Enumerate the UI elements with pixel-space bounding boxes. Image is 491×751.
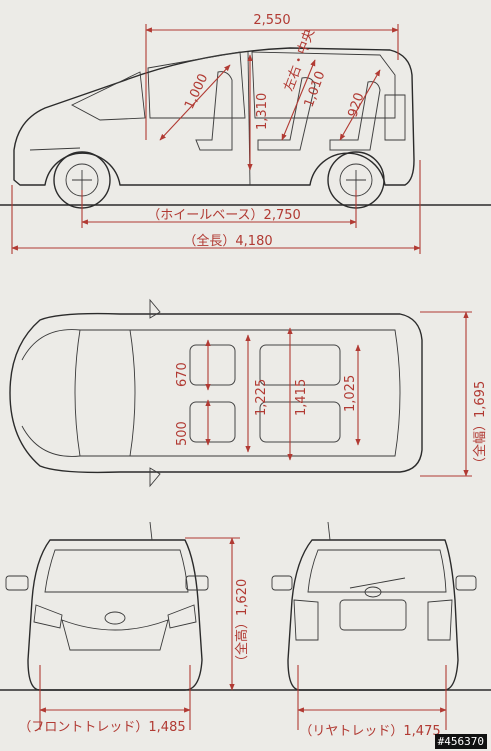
rear-view: （リヤトレッド）1,475: [271, 521, 477, 739]
top-seat-rear-right: [259, 401, 341, 443]
dim-line-front-headroom: [159, 64, 231, 141]
front-grille: [61, 619, 169, 651]
rear-body-outline: [287, 539, 459, 691]
dim-side-920: 920: [346, 91, 368, 119]
dim-rear-tread: （リヤトレッド）1,475: [299, 724, 440, 739]
top-seat-rear-left: [259, 344, 341, 386]
rear-license-plate: [339, 599, 407, 631]
dim-side-1310: 1,310: [255, 93, 270, 130]
dim-top-670: 670: [175, 362, 190, 387]
front-headlamp-left: [33, 604, 63, 629]
dim-top-1025: 1,025: [343, 375, 358, 412]
front-headlamp-right: [167, 604, 197, 629]
dim-front-overall-height: （全高）1,620: [234, 579, 250, 668]
rear-lamp-right: [427, 599, 453, 641]
front-windshield: [44, 549, 189, 593]
front-view: （全高）1,620 （フロントトレッド）1,485: [0, 521, 491, 735]
top-view: 670 500 1,225 1,415 1,025 （全幅）1,695: [9, 298, 488, 488]
dim-top-500: 500: [175, 421, 190, 446]
dim-front-tread: （フロントトレッド）1,485: [18, 720, 185, 735]
rear-wiper: [349, 577, 406, 589]
dim-top-overall-width: （全幅）1,695: [472, 381, 488, 470]
front-mirror-right: [185, 575, 209, 591]
top-body-outline: [9, 312, 423, 474]
watermark: #456370: [434, 734, 487, 749]
top-windshield: [74, 329, 136, 457]
rear-window: [307, 549, 447, 593]
side-headlamp: [29, 147, 81, 151]
side-window-front: [147, 51, 246, 119]
rear-lamp-left: [293, 599, 319, 641]
dim-line-rear-headroom: [339, 69, 381, 141]
side-tail-lamp: [384, 94, 406, 141]
rear-mirror-left: [271, 575, 293, 591]
front-body-outline: [27, 539, 203, 691]
front-emblem: [104, 611, 126, 625]
dim-side-1000: 1,000: [182, 72, 211, 112]
front-mirror-left: [5, 575, 29, 591]
top-seat-front-left: [189, 344, 236, 386]
rear-antenna: [327, 521, 331, 541]
dim-side-1010: 1,010: [302, 69, 329, 109]
dim-line-center-headroom: [281, 59, 316, 141]
top-mirror-left: [149, 298, 161, 319]
top-roof: [130, 329, 401, 457]
dim-side-wheelbase: （ホイールベース）2,750: [147, 208, 301, 223]
top-mirror-right: [149, 467, 161, 488]
dim-top-1415: 1,415: [294, 379, 309, 416]
rear-emblem: [364, 586, 382, 598]
top-seat-front-right: [189, 401, 236, 443]
side-windshield: [71, 71, 146, 121]
dim-side-overall-length: （全長）4,180: [183, 233, 272, 249]
dim-top-1225: 1,225: [254, 379, 269, 416]
rear-mirror-right: [455, 575, 477, 591]
front-antenna: [149, 521, 153, 541]
dim-side-2550: 2,550: [253, 13, 290, 28]
top-hood: [21, 329, 81, 457]
side-window-rear: [251, 51, 396, 119]
side-view: 2,550 1,000 1,310 左右・中央 1,010 920 （ホイールベ…: [0, 13, 491, 254]
